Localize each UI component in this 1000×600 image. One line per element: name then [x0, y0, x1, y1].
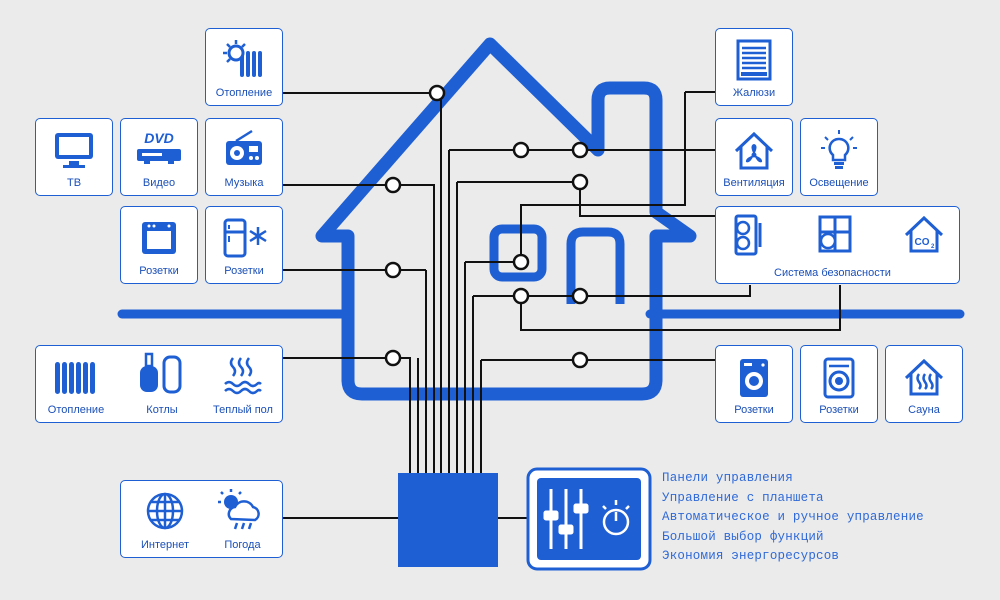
device-music[interactable]: Музыка — [205, 118, 283, 196]
device-group-climate[interactable]: Отопление Котлы Теплый пол — [35, 345, 283, 423]
blinds-icon — [736, 39, 772, 81]
device-label: Погода — [224, 539, 261, 551]
device-label: Освещение — [809, 177, 869, 189]
feature-item: Большой выбор функций — [662, 529, 824, 544]
feature-item: Управление с планшета — [662, 490, 824, 505]
device-label: Розетки — [224, 265, 264, 277]
globe-icon — [146, 492, 184, 530]
oven-icon — [142, 222, 176, 254]
radio-icon — [226, 129, 262, 165]
feature-item: Автоматическое и ручное управление — [662, 510, 924, 524]
heated-floor-icon — [224, 357, 262, 395]
tv-icon — [55, 133, 93, 168]
device-label: Отопление — [215, 87, 273, 99]
device-blinds[interactable]: Жалюзи — [715, 28, 793, 106]
door-sensor-icon — [734, 214, 762, 256]
house-window — [489, 224, 547, 282]
device-label: Котлы — [146, 404, 178, 416]
device-group-network[interactable]: Интернет Погода — [120, 480, 283, 558]
device-security-system[interactable]: CO 2 Система безопасности — [715, 206, 960, 284]
device-label: Теплый пол — [213, 404, 273, 416]
device-label: Интернет — [141, 539, 189, 551]
sun-radiator-icon — [223, 40, 262, 77]
device-tv[interactable]: ТВ — [35, 118, 113, 196]
fridge-snowflake-icon — [223, 218, 267, 258]
feature-item: Экономия энергоресурсов — [662, 549, 840, 563]
sauna-icon — [904, 358, 944, 396]
slider-icon — [543, 489, 589, 549]
device-label: Розетки — [734, 404, 774, 416]
window-icon — [818, 215, 852, 253]
device-sauna[interactable]: Сауна — [885, 345, 963, 423]
device-lighting[interactable]: Освещение — [800, 118, 878, 196]
device-label: Вентиляция — [723, 177, 785, 189]
light-bulb-icon — [821, 130, 857, 169]
device-label: Сауна — [908, 404, 940, 416]
device-label: Розетки — [819, 404, 859, 416]
fan-house-icon — [734, 131, 774, 170]
dryer-icon — [823, 357, 855, 399]
co2-house-icon: CO 2 — [904, 215, 944, 253]
wiring-nodes — [384, 84, 589, 369]
device-sockets-oven[interactable]: Розетки — [120, 206, 198, 284]
device-label: Отопление — [47, 404, 105, 416]
device-label: Видео — [142, 177, 176, 189]
device-sockets-fridge[interactable]: Розетки — [205, 206, 283, 284]
dvd-badge: DVD — [144, 130, 174, 146]
feature-item: Панели управления — [662, 471, 793, 485]
device-label: ТВ — [66, 177, 82, 189]
svg-text:2: 2 — [931, 244, 935, 250]
tablet-screen — [537, 478, 641, 560]
device-sockets-washer[interactable]: Розетки — [715, 345, 793, 423]
knob-icon — [602, 500, 630, 536]
device-sockets-dryer[interactable]: Розетки — [800, 345, 878, 423]
boiler-icon — [140, 352, 182, 394]
controller-box — [398, 473, 498, 567]
features-list: Панели управления Управление с планшета … — [662, 469, 924, 567]
washing-machine-icon — [740, 359, 768, 397]
radiator-icon — [55, 362, 95, 394]
device-heating-top[interactable]: Отопление — [205, 28, 283, 106]
device-label: Музыка — [224, 177, 264, 189]
device-ventilation[interactable]: Вентиляция — [715, 118, 793, 196]
device-label: Система безопасности — [774, 267, 891, 279]
device-video[interactable]: DVD Видео — [120, 118, 198, 196]
weather-icon — [218, 489, 260, 530]
house-outline — [315, 37, 697, 401]
device-label: Розетки — [139, 265, 179, 277]
dvd-player-icon: DVD — [137, 130, 181, 164]
co2-label: CO — [915, 237, 930, 248]
device-label: Жалюзи — [732, 87, 776, 99]
house-door — [566, 227, 625, 304]
